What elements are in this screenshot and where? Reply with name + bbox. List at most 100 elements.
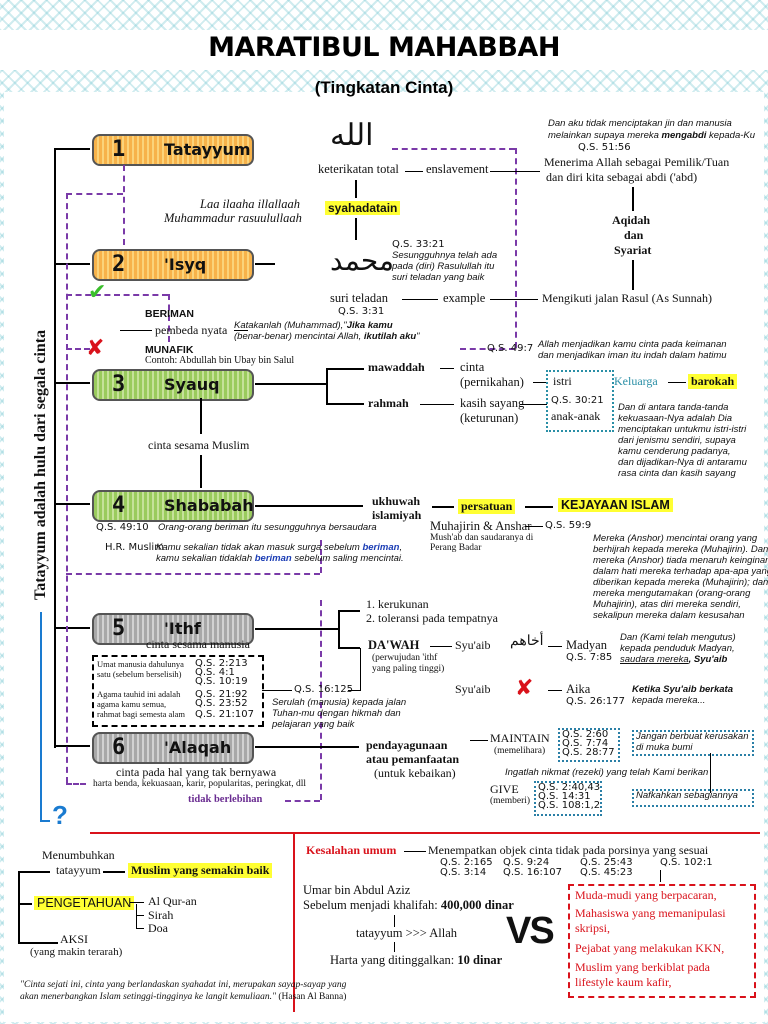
ukhuwah-label: ukhuwah (372, 494, 421, 508)
madyan-label: Madyan (566, 638, 607, 652)
qs-ref: Q.S. 2:60 (562, 729, 609, 740)
arrow-line (632, 187, 634, 211)
dan-label: dan (624, 228, 644, 242)
connector (326, 403, 364, 405)
page-subtitle: (Tingkatan Cinta) (314, 78, 454, 97)
quote-line: berhijrah kepada mereka (Muhajirin). Dan (593, 544, 768, 555)
quote-line: di muka bumi (636, 742, 693, 753)
qs-ref: Q.S. 3:14 (440, 867, 487, 878)
syuaib-label: Syu'aib (455, 638, 491, 652)
connector (326, 368, 328, 404)
connector (660, 870, 661, 882)
connector (326, 368, 364, 370)
syahadatain-badge: syahadatain (325, 201, 401, 215)
quote-line: Ingatlah nikmat (rezeki) yang telah Kami… (505, 767, 709, 778)
level-number: 2 (112, 252, 126, 277)
harta-value: 10 dinar (457, 953, 503, 967)
connector (432, 506, 454, 508)
harta-ditinggalkan: Harta yang ditinggalkan: 10 dinar (330, 953, 502, 968)
connector (18, 871, 20, 943)
red-divider (293, 832, 295, 1012)
level-name: Tatayyum (164, 140, 251, 159)
cinta-hal-label: cinta pada hal yang tak bernyawa (116, 765, 277, 779)
quote-text: , (399, 542, 403, 553)
dashed-connector (66, 193, 68, 783)
mistake-item: Mahasiswa yang memanipulasi (575, 906, 726, 920)
level-name: 'Alaqah (164, 738, 232, 757)
quote-line: akan menerbangkan Islam setinggi-tinggin… (20, 992, 346, 1002)
maintain-label: MAINTAIN (490, 731, 550, 745)
note-line: rahmat bagi semesta alam (97, 709, 186, 719)
qs-ref: Q.S. 30:21 (551, 395, 604, 406)
qs-box (558, 728, 620, 762)
quote-line: sekalipun mereka dalam kesusahan (593, 610, 745, 621)
aika-label: Aika (566, 682, 591, 696)
dashed-connector (66, 348, 90, 350)
branch-5 (54, 627, 90, 629)
terarah-label: (yang makin terarah) (30, 946, 123, 958)
quote-line: dari jenismu sendiri, supaya (618, 435, 736, 446)
question-icon: ? (52, 800, 68, 830)
arrow-line (355, 180, 357, 198)
connector (136, 928, 144, 929)
dawah-label: DA'WAH (368, 638, 420, 652)
connector (136, 904, 137, 929)
aksi-label: AKSI (60, 932, 89, 946)
connector (548, 646, 562, 647)
keluarga-label: Keluarga (614, 374, 658, 388)
akhahum-calligraphy: أخاهم (510, 633, 544, 649)
arrow-line (632, 260, 634, 290)
check-icon: ✔ (88, 280, 107, 305)
connector (710, 753, 711, 793)
islamiyah-label: islamiyah (372, 508, 422, 522)
connector (18, 903, 32, 905)
quote-line: Allah menjadikan kamu cinta pada keimana… (538, 339, 727, 350)
connector (338, 647, 360, 649)
pernikahan-label: (pernikahan) (460, 375, 524, 389)
qs-ref: Q.S. 28:77 (562, 747, 615, 758)
connector (548, 690, 562, 691)
note-line: satu (sebelum berselisih) (97, 669, 182, 679)
tidak-berlebihan: tidak berlebihan (188, 794, 263, 805)
example-label: example (443, 291, 486, 305)
quote-line: mereka (Anshor) tiada menaruh keinginan (593, 555, 768, 566)
katakanlah-line: Katakanlah (Muhammad),"Jika kamu (234, 320, 393, 331)
mistake-item: Muslim yang berkiblat pada (575, 960, 710, 974)
nafkah-box (632, 789, 754, 807)
quran-label: Al Qur-an (148, 894, 197, 908)
laa-ilaaha: Laa ilaaha illallaah (200, 197, 301, 211)
kesalahan-label: Kesalahan umum (306, 843, 397, 857)
harta-label: harta benda, kekuasaan, karir, popularit… (93, 779, 307, 789)
level-6-alaqah: 6 'Alaqah (92, 732, 254, 764)
pembeda-label: pembeda nyata (155, 323, 228, 337)
qs-note-box (92, 655, 264, 727)
mistake-item: skripsi, (575, 921, 611, 935)
arrow-line (355, 218, 357, 240)
qs-box (534, 781, 602, 816)
quote-line: pada (diri) Rasulullah itu (392, 261, 495, 272)
cinta-label: cinta (460, 360, 485, 374)
untuk-kebaikan: (untuk kebaikan) (374, 766, 456, 780)
branch-1 (54, 148, 90, 150)
qs-ref: Q.S. 23:52 (195, 698, 248, 709)
note-line: agama kamu semua, (97, 699, 167, 709)
memberi-label: (memberi) (490, 796, 531, 806)
spine-line (54, 148, 56, 748)
connector (533, 382, 547, 383)
connector (130, 902, 144, 903)
menumbuhkan-label: Menumbuhkan (42, 848, 115, 862)
hadith-line: kamu sekalian tidaklah beriman sebelum s… (156, 553, 404, 564)
kasih-label: kasih sayang (460, 396, 525, 410)
title-band (0, 30, 768, 70)
dashed-connector (320, 600, 322, 800)
quote-line: kepada mereka... (632, 695, 706, 706)
pendayagunaan-label: pendayagunaan (366, 738, 448, 752)
qs-ref: Q.S. 21:107 (195, 709, 254, 720)
cross-icon: ✘ (515, 676, 534, 701)
persatuan-badge: persatuan (458, 499, 516, 514)
mistake-item: Muda-mudi yang berpacaran, (575, 888, 717, 902)
harta-text: Harta yang ditinggalkan: (330, 953, 458, 967)
keturunan-label: (keturunan) (460, 411, 519, 425)
mistakes-box (568, 884, 756, 998)
connector (103, 871, 125, 873)
